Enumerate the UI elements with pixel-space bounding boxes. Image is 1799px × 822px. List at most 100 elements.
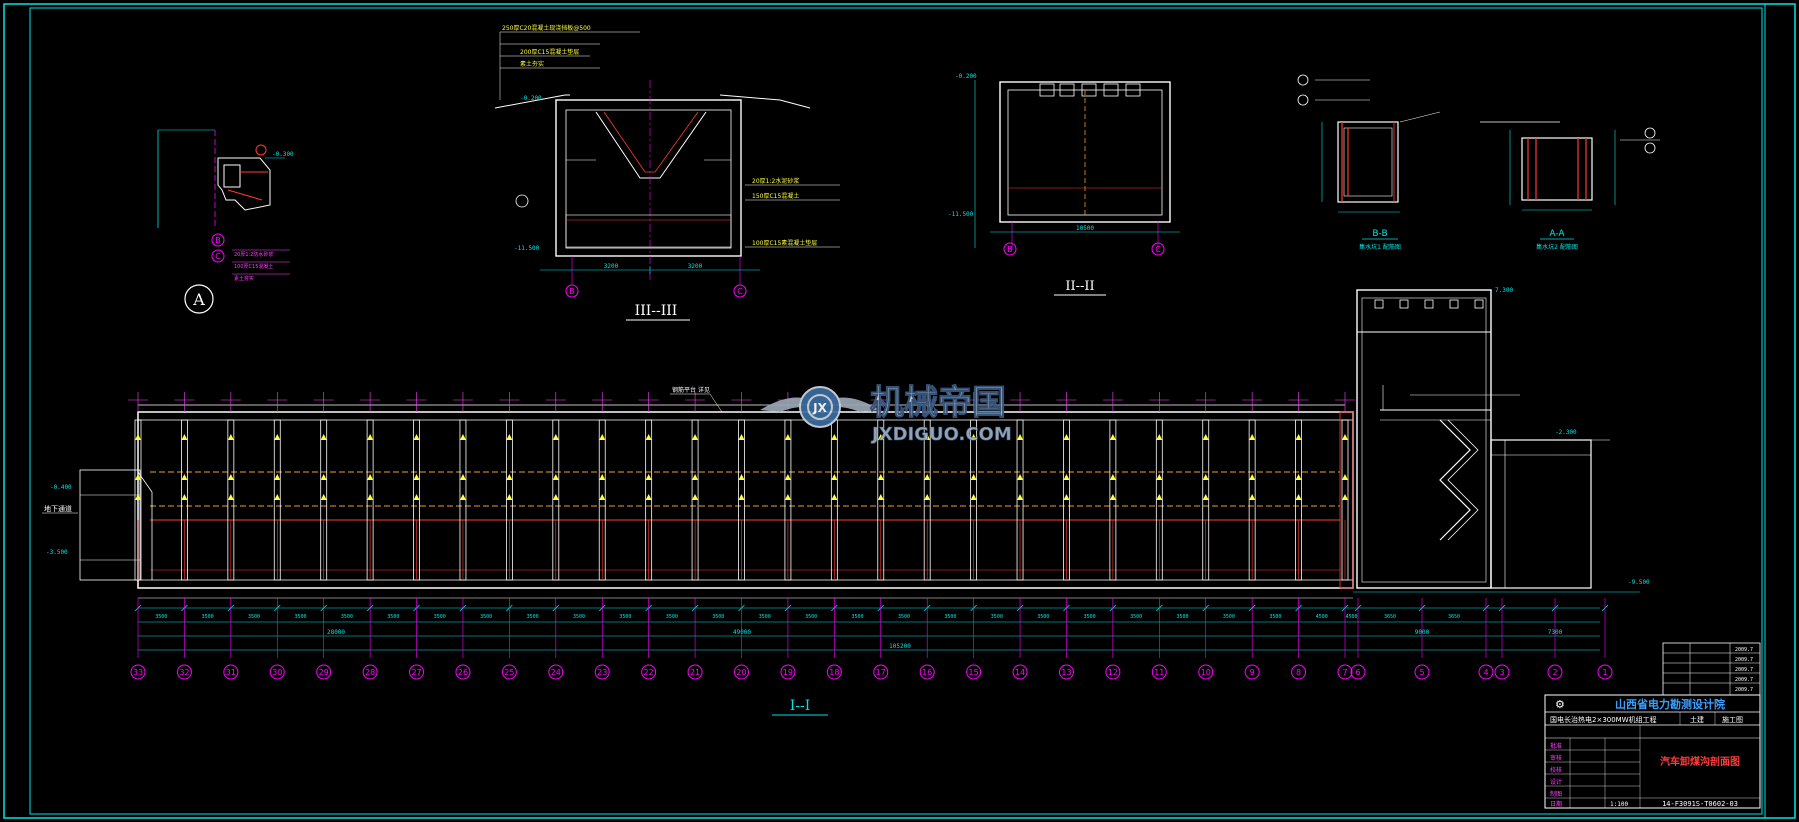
axis-bubble-14 — [1012, 664, 1028, 680]
axis-label-33: 33 — [133, 668, 143, 677]
trench-column-29 — [313, 392, 334, 581]
bay-dim-0: 3500 — [155, 614, 167, 620]
axis-label-7: 7 — [1342, 668, 1347, 677]
sec3-axis-b: B — [569, 287, 575, 296]
axis-label-2: 2 — [1552, 668, 1557, 677]
axis-label-8: 8 — [1296, 668, 1301, 677]
axis-label-19: 19 — [783, 668, 793, 677]
sec3-callout-1: 250厚C20混凝土现浇挡板@500 — [502, 24, 591, 32]
main-dim-subtotal-mid: 49000 — [733, 629, 751, 636]
axis-bubble-24 — [548, 664, 564, 680]
trench-column-21 — [685, 392, 706, 581]
stage: 施工图 — [1722, 715, 1743, 724]
axis-bubble-4 — [1478, 664, 1494, 680]
axis-label-12: 12 — [1108, 668, 1118, 677]
trench-column-10 — [1195, 392, 1216, 581]
axis-bubble-10 — [1198, 664, 1214, 680]
bay-dim-3: 3500 — [294, 614, 306, 620]
trench-column-28 — [360, 392, 381, 581]
axis-label-28: 28 — [365, 668, 375, 677]
bay-dim-23: 3500 — [1223, 614, 1235, 620]
bay-dim-25: 4500 — [1316, 614, 1328, 620]
axis-bubble-8 — [1291, 664, 1307, 680]
main-elev-left-top: -0.400 — [50, 484, 72, 491]
bb-caption: 集水坑1 配筋图 — [1359, 243, 1401, 251]
svg-text:3200: 3200 — [604, 263, 619, 270]
role-review: 审核 — [1550, 754, 1562, 762]
trench-column-33 — [128, 392, 148, 581]
section-3-view: 250厚C20混凝土现浇挡板@500 200厚C15混凝土垫层 素土夯实 320… — [494, 24, 840, 321]
axis-label-20: 20 — [736, 668, 746, 677]
axis-label-25: 25 — [504, 668, 514, 677]
axis-bubble-6 — [1350, 664, 1366, 680]
trench-column-15 — [963, 392, 984, 581]
section-bb-view: B-B 集水坑1 配筋图 — [1297, 74, 1441, 251]
rev-date-5: 2009.7 — [1735, 687, 1753, 693]
title-block: 2009.7 2009.7 2009.7 2009.7 2009.7 ⚙ 山西省… — [1544, 642, 1761, 809]
watermark-en: JXDIGUO.COM — [870, 424, 1012, 445]
trench-column-11 — [1149, 392, 1170, 581]
bay-dim-26: 4500 — [1345, 614, 1357, 620]
axis-label-10: 10 — [1201, 668, 1211, 677]
axis-bubble-1 — [1597, 664, 1613, 680]
axis-bubble-29 — [316, 664, 332, 680]
axis-label-22: 22 — [644, 668, 654, 677]
sec2-axis-c: C — [1155, 245, 1161, 254]
trench-column-8 — [1288, 392, 1309, 581]
logo-icon: ⚙ — [1555, 698, 1565, 711]
role-check: 校核 — [1550, 766, 1562, 774]
trench-column-25 — [499, 392, 520, 581]
axis-label-31: 31 — [226, 668, 236, 677]
trench-column-32 — [174, 392, 195, 581]
main-elev-left-mid: -3.500 — [46, 549, 68, 556]
scale: 1:100 — [1610, 801, 1628, 808]
axis-label-11: 11 — [1154, 668, 1164, 677]
axis-bubble-31 — [223, 664, 239, 680]
axis-bubble-32 — [176, 664, 192, 680]
detail-axis-c: C — [215, 252, 221, 261]
sec2-label: II--II — [1065, 279, 1094, 294]
detail-a-view: -0.300 B C 20厚1:2防水砂浆 100厚C15混凝土 素土夯实 A — [157, 129, 294, 314]
main-dim-subtotal-left: 28000 — [327, 629, 345, 636]
sec3-label: III--III — [635, 303, 678, 319]
svg-text:JX: JX — [812, 401, 827, 415]
axis-bubble-5 — [1414, 664, 1430, 680]
axis-bubble-33 — [130, 664, 146, 680]
role-approve: 批准 — [1550, 742, 1562, 750]
bay-dim-27: 3650 — [1384, 614, 1396, 620]
bay-dim-20: 3500 — [1084, 614, 1096, 620]
detail-a-note-2: 100厚C15混凝土 — [234, 263, 273, 270]
axis-label-29: 29 — [319, 668, 329, 677]
axis-label-32: 32 — [179, 668, 189, 677]
drawing-number: 14-F3091S-T0602-03 — [1662, 800, 1738, 808]
discipline: 土建 — [1690, 715, 1704, 724]
axis-bubble-18 — [826, 664, 842, 680]
svg-text:3200: 3200 — [688, 263, 703, 270]
trench-column-30 — [267, 392, 288, 581]
institute-name: 山西省电力勘测设计院 — [1615, 697, 1725, 711]
axis-label-5: 5 — [1419, 668, 1424, 677]
bay-dim-15: 3500 — [852, 614, 864, 620]
rev-date-1: 2009.7 — [1735, 647, 1753, 653]
bb-label: B-B — [1372, 229, 1387, 239]
bay-dim-22: 3500 — [1176, 614, 1188, 620]
axis-bubble-23 — [594, 664, 610, 680]
rev-date-2: 2009.7 — [1735, 657, 1753, 663]
main-elev-bottom-right: -9.500 — [1628, 579, 1650, 586]
watermark-cn: 机械帝国 — [870, 383, 1006, 423]
axis-label-24: 24 — [551, 668, 561, 677]
drawing-frame-outer — [3, 3, 1796, 819]
bay-dim-4: 3500 — [341, 614, 353, 620]
trench-column-23 — [592, 392, 613, 581]
svg-text:10500: 10500 — [1076, 225, 1094, 232]
axis-bubble-15 — [966, 664, 982, 680]
bay-dim-28: 3650 — [1448, 614, 1460, 620]
trench-column-20 — [731, 392, 752, 581]
axis-bubble-3 — [1494, 664, 1510, 680]
bay-dim-19: 3500 — [1037, 614, 1049, 620]
bay-dim-14: 3500 — [805, 614, 817, 620]
axis-bubble-26 — [455, 664, 471, 680]
axis-bubble-9 — [1244, 664, 1260, 680]
main-left-label: 地下通道 — [44, 504, 72, 513]
